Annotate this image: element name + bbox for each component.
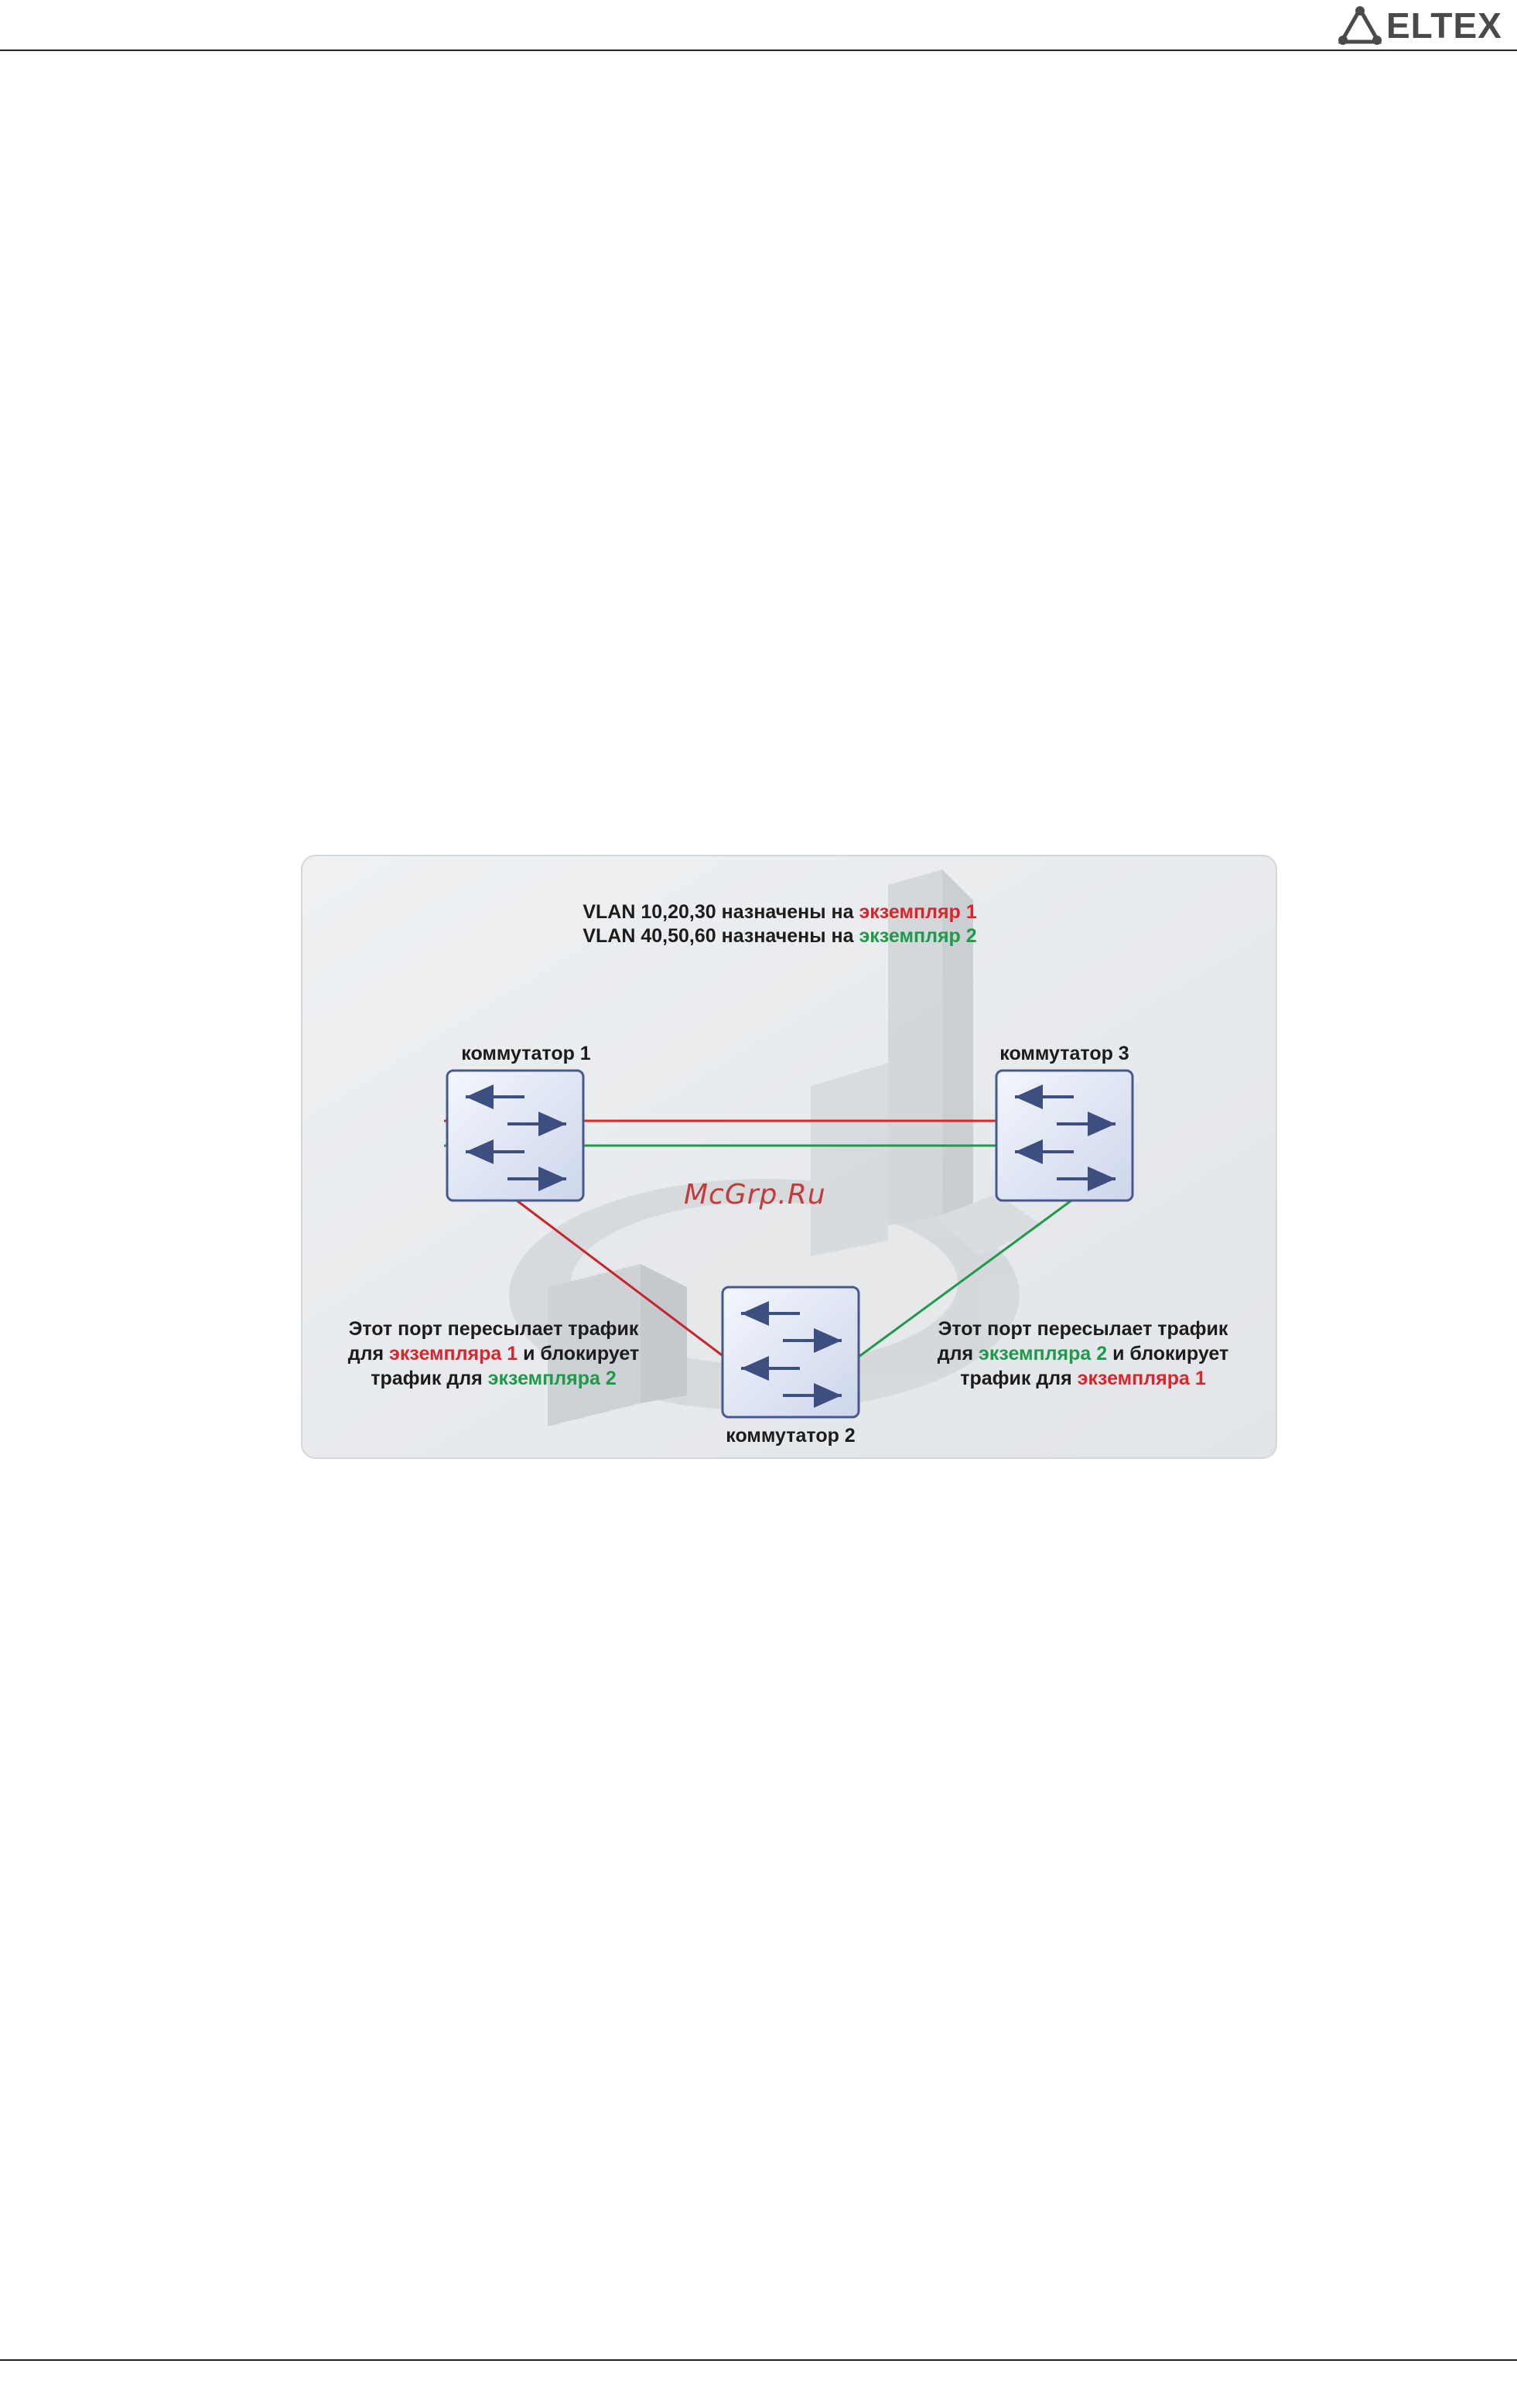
diagram-title-line-2: VLAN 40,50,60 назначены на экземпляр 2 bbox=[583, 925, 976, 947]
switch-3 bbox=[996, 1071, 1133, 1201]
switch-1 bbox=[447, 1071, 583, 1201]
right-note-line-1: Этот порт пересылает трафик bbox=[938, 1318, 1228, 1340]
eltex-logo: ELTEX bbox=[1338, 5, 1512, 46]
logo-text: ELTEX bbox=[1386, 5, 1502, 46]
mstp-diagram: VLAN 10,20,30 назначены на экземпляр 1 V… bbox=[300, 854, 1278, 1460]
switch-2-label: коммутатор 2 bbox=[726, 1425, 855, 1447]
switch-3-label: коммутатор 3 bbox=[999, 1043, 1129, 1064]
right-note-line-2: для экземпляра 2 и блокирует bbox=[938, 1343, 1229, 1365]
footer-rule bbox=[0, 2359, 1517, 2361]
switch-2 bbox=[723, 1287, 859, 1417]
diagram-title-line-1: VLAN 10,20,30 назначены на экземпляр 1 bbox=[583, 901, 976, 923]
left-port-note: Этот порт пересылает трафик для экземпля… bbox=[348, 1318, 640, 1389]
left-note-line-2: для экземпляра 1 и блокирует bbox=[348, 1343, 640, 1365]
mstp-diagram-svg: VLAN 10,20,30 назначены на экземпляр 1 V… bbox=[300, 854, 1278, 1460]
watermark-text: McGrp.Ru bbox=[684, 1179, 826, 1211]
header-rule bbox=[0, 50, 1517, 51]
switch-1-label: коммутатор 1 bbox=[461, 1043, 591, 1064]
left-note-line-1: Этот порт пересылает трафик bbox=[349, 1318, 639, 1340]
left-note-line-3: трафик для экземпляра 2 bbox=[371, 1368, 616, 1389]
right-port-note: Этот порт пересылает трафик для экземпля… bbox=[938, 1318, 1229, 1389]
right-note-line-3: трафик для экземпляра 1 bbox=[960, 1368, 1206, 1389]
eltex-logo-icon bbox=[1338, 6, 1382, 45]
